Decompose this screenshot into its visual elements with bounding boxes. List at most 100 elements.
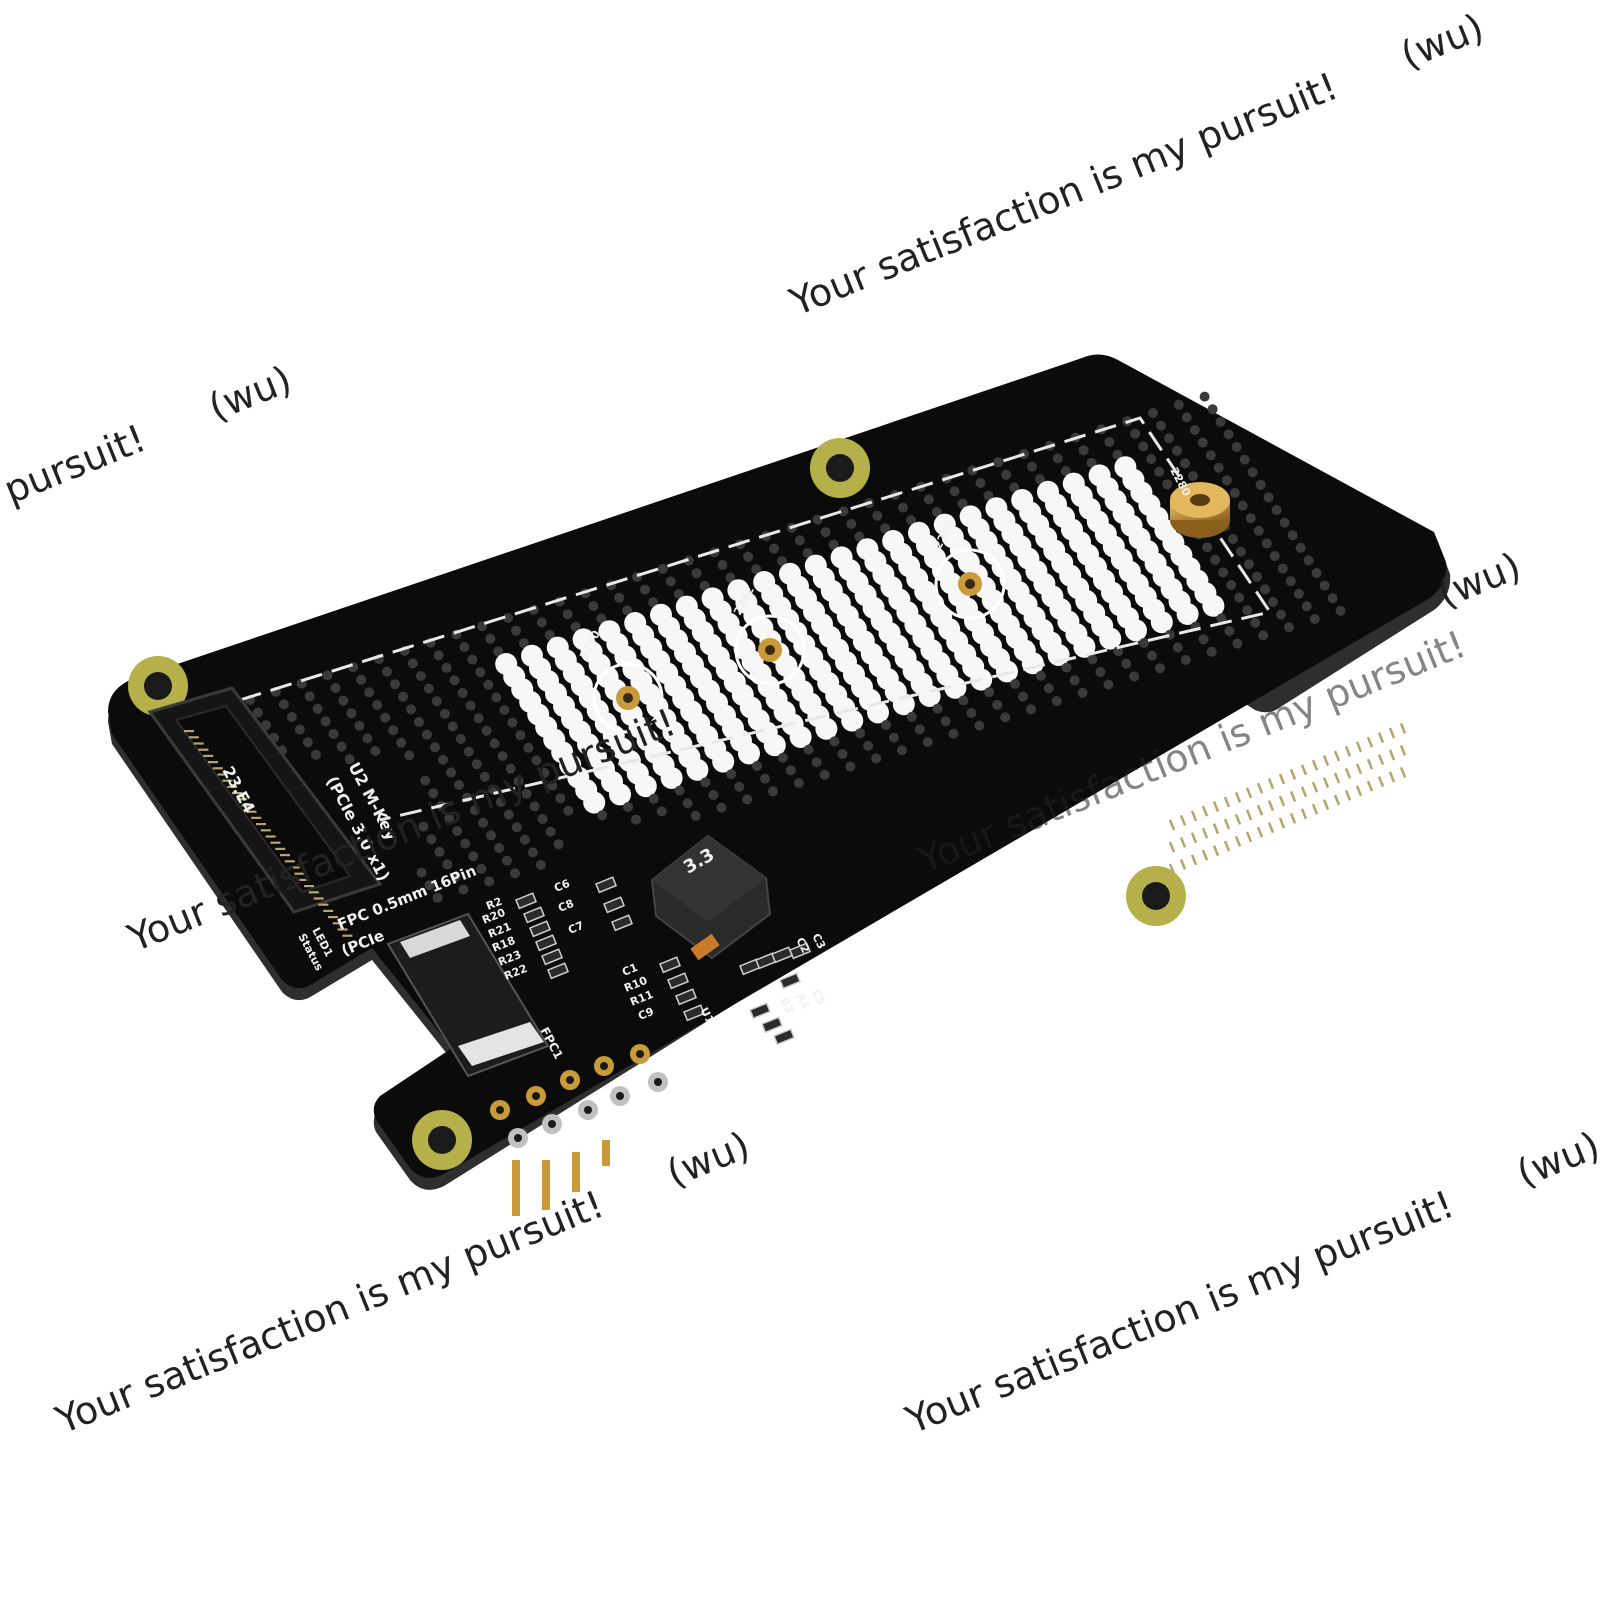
vent-hole <box>1319 580 1330 591</box>
vent-hole <box>1198 634 1209 645</box>
edge-trace <box>1322 777 1330 789</box>
vent-hole <box>495 797 506 807</box>
vent-hole <box>1146 454 1157 464</box>
vent-hole <box>949 486 960 497</box>
smd-part <box>603 896 626 914</box>
vent-hole <box>1138 441 1149 452</box>
edge-trace <box>1377 754 1385 766</box>
edge-trace <box>1300 764 1308 776</box>
vent-hole <box>768 786 778 797</box>
vent-hole <box>609 783 631 806</box>
vent-hole <box>634 775 657 798</box>
vent-hole <box>1009 482 1020 493</box>
vent-hole <box>1010 679 1020 689</box>
vent-hole <box>1086 457 1097 468</box>
vent-hole <box>452 826 463 836</box>
standoff-hole-2242 <box>734 614 806 686</box>
edge-trace <box>1300 808 1308 820</box>
vent-hole <box>302 737 313 748</box>
standoff-hole-2230 <box>592 662 664 734</box>
connector-pin <box>222 779 233 782</box>
vent-hole <box>545 826 556 837</box>
vent-hole <box>1112 449 1123 460</box>
edge-trace <box>1322 755 1330 767</box>
vent-hole <box>983 490 994 501</box>
vent-hole <box>1180 655 1191 665</box>
vent-hole <box>536 617 547 628</box>
vent-hole <box>812 514 823 525</box>
edge-trace <box>1355 785 1363 797</box>
connector-pin <box>251 816 262 819</box>
vent-hole <box>1242 605 1253 616</box>
connector-pin <box>241 804 252 807</box>
vent-hole <box>1018 691 1028 702</box>
connector-pin <box>265 835 276 838</box>
vent-hole <box>523 742 534 753</box>
vent-hole <box>967 465 978 476</box>
vent-hole <box>1231 442 1242 452</box>
vent-hole <box>932 703 943 714</box>
vent-hole <box>434 846 445 857</box>
vent-hole <box>622 605 633 616</box>
smd-part <box>515 892 538 910</box>
vent-hole <box>1244 559 1254 570</box>
vent-hole <box>544 630 555 640</box>
connector-pin <box>193 742 204 745</box>
vent-hole <box>535 860 546 870</box>
mounting-hole-bottom <box>412 1110 472 1170</box>
vent-hole <box>993 457 1004 468</box>
vent-hole <box>1099 627 1122 650</box>
vent-hole <box>404 750 415 761</box>
vent-hole <box>1206 646 1217 657</box>
vent-hole <box>1078 445 1089 456</box>
mounting-hole-right <box>1126 866 1186 926</box>
connector-pin <box>227 785 238 788</box>
edge-trace <box>1399 722 1407 734</box>
edge-trace <box>1311 803 1319 815</box>
vent-hole <box>1216 613 1227 624</box>
vent-hole <box>424 880 435 891</box>
vent-hole <box>1129 671 1140 682</box>
connector-pin <box>236 798 247 801</box>
vent-hole <box>789 726 812 748</box>
vent-hole-grid <box>245 391 1346 903</box>
vent-hole <box>286 712 297 722</box>
vent-hole <box>483 679 494 690</box>
edge-trace <box>1300 786 1308 798</box>
vent-hole <box>1154 466 1165 477</box>
vent-hole <box>1218 567 1229 578</box>
vent-hole <box>777 752 788 763</box>
vent-hole <box>460 838 471 849</box>
vent-hole <box>1301 601 1312 612</box>
vent-hole <box>1130 428 1141 439</box>
vent-hole <box>423 683 434 694</box>
connector-pin <box>246 810 257 813</box>
vent-hole <box>1260 584 1270 595</box>
connector-pin <box>188 736 199 739</box>
edge-trace <box>1289 768 1297 780</box>
connector-pin <box>332 922 343 925</box>
connector-pin <box>304 885 314 888</box>
header-pad-hole <box>532 1092 540 1100</box>
edge-trace <box>1366 736 1374 748</box>
vent-hole <box>519 638 529 649</box>
vent-hole <box>502 855 512 866</box>
vent-hole <box>716 802 727 813</box>
vent-hole <box>486 830 496 841</box>
vent-hole <box>1121 658 1132 669</box>
vent-hole <box>507 717 518 728</box>
vent-hole <box>458 884 469 895</box>
vent-hole <box>802 548 813 558</box>
header-pad-hole <box>496 1106 504 1114</box>
pcb-board <box>108 354 1447 1178</box>
vent-hole <box>1245 513 1256 524</box>
edge-trace <box>1278 795 1286 807</box>
vent-hole <box>1226 580 1237 590</box>
vent-hole <box>867 701 889 724</box>
edge-trace <box>1245 831 1253 843</box>
header-pins <box>512 1140 610 1216</box>
mounting-hole-top <box>810 438 870 498</box>
vent-hole <box>596 613 607 624</box>
edge-traces <box>1168 722 1407 875</box>
vent-hole <box>769 543 779 554</box>
